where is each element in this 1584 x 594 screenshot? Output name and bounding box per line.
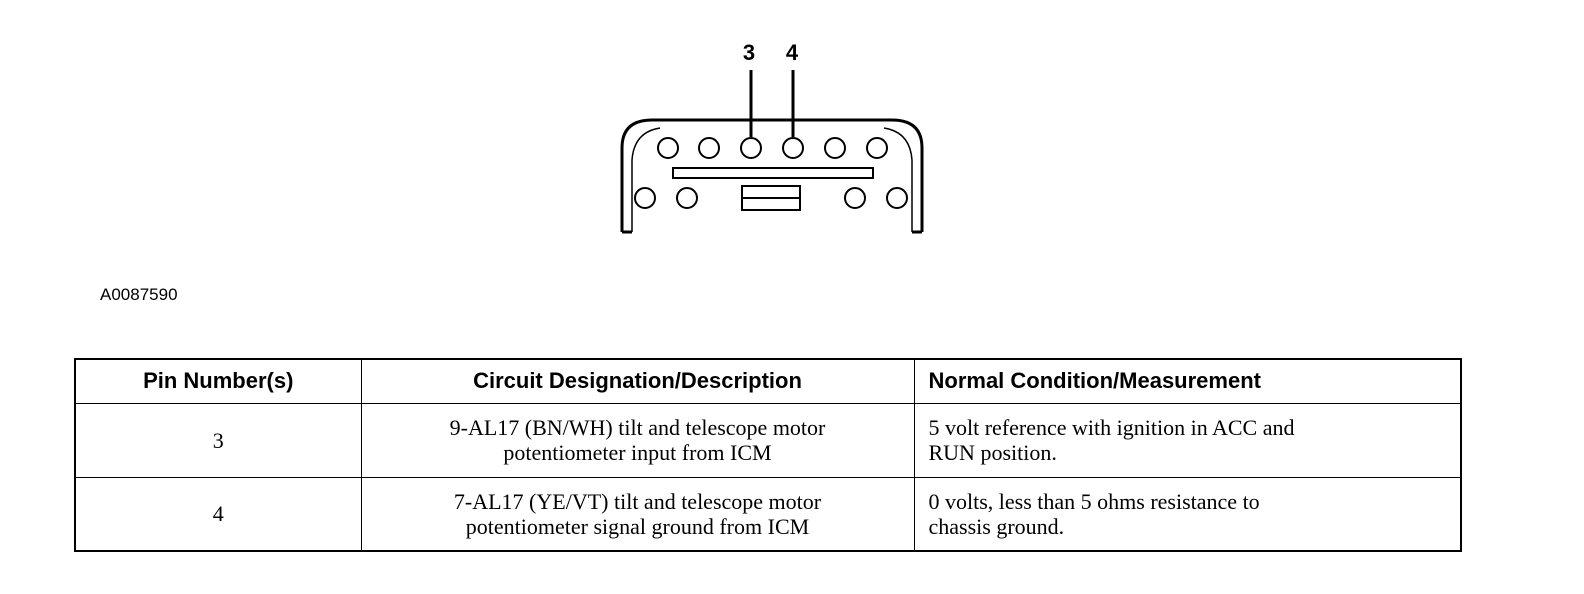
connector-top-row-pins bbox=[657, 137, 888, 159]
pin-1-socket bbox=[657, 137, 679, 159]
pin-9-socket bbox=[844, 187, 866, 209]
cell-circuit-description: 9-AL17 (BN/WH) tilt and telescope motor … bbox=[360, 402, 915, 478]
figure-id: A0087590 bbox=[100, 285, 178, 304]
connector-diagram: 3 4 bbox=[620, 40, 924, 234]
cell-circuit-description-text: 9-AL17 (BN/WH) tilt and telescope motor … bbox=[449, 415, 826, 465]
table-header-row: Pin Number(s) Circuit Designation/Descri… bbox=[74, 358, 1462, 404]
pin-6-socket bbox=[866, 137, 888, 159]
connector-bottom-row-pins bbox=[634, 187, 908, 209]
cell-normal-condition-text: 5 volt reference with ignition in ACC an… bbox=[928, 415, 1295, 465]
pin-8-socket bbox=[676, 187, 698, 209]
pin-label-4: 4 bbox=[786, 40, 799, 65]
pin-table: Pin Number(s) Circuit Designation/Descri… bbox=[74, 358, 1462, 552]
cell-circuit-description-text: 7-AL17 (YE/VT) tilt and telescope motor … bbox=[453, 488, 822, 539]
cell-pin-number-text: 4 bbox=[212, 501, 224, 527]
cell-normal-condition: 5 volt reference with ignition in ACC an… bbox=[913, 402, 1462, 478]
cell-circuit-description: 7-AL17 (YE/VT) tilt and telescope motor … bbox=[360, 476, 915, 552]
cell-pin-number-text: 3 bbox=[212, 427, 224, 453]
header-circuit-designation: Circuit Designation/Description bbox=[360, 358, 915, 404]
cell-normal-condition: 0 volts, less than 5 ohms resistance to … bbox=[913, 476, 1462, 552]
cell-pin-number: 4 bbox=[74, 476, 362, 552]
header-pin-numbers: Pin Number(s) bbox=[74, 358, 362, 404]
pin-4-socket bbox=[782, 137, 804, 159]
pin-label-3: 3 bbox=[743, 40, 755, 65]
pin-7-socket bbox=[634, 187, 656, 209]
cell-pin-number: 3 bbox=[74, 402, 362, 478]
connector-body bbox=[620, 118, 924, 234]
pin-10-socket bbox=[886, 187, 908, 209]
pin-3-socket bbox=[740, 137, 762, 159]
cell-normal-condition-text: 0 volts, less than 5 ohms resistance to … bbox=[928, 488, 1260, 539]
table-row: 4 7-AL17 (YE/VT) tilt and telescope moto… bbox=[74, 476, 1462, 552]
header-normal-condition: Normal Condition/Measurement bbox=[913, 358, 1462, 404]
connector-center-latch bbox=[741, 185, 801, 211]
pin-5-socket bbox=[824, 137, 846, 159]
connector-key-slot bbox=[672, 167, 874, 179]
pin-2-socket bbox=[698, 137, 720, 159]
table-row: 3 9-AL17 (BN/WH) tilt and telescope moto… bbox=[74, 402, 1462, 478]
